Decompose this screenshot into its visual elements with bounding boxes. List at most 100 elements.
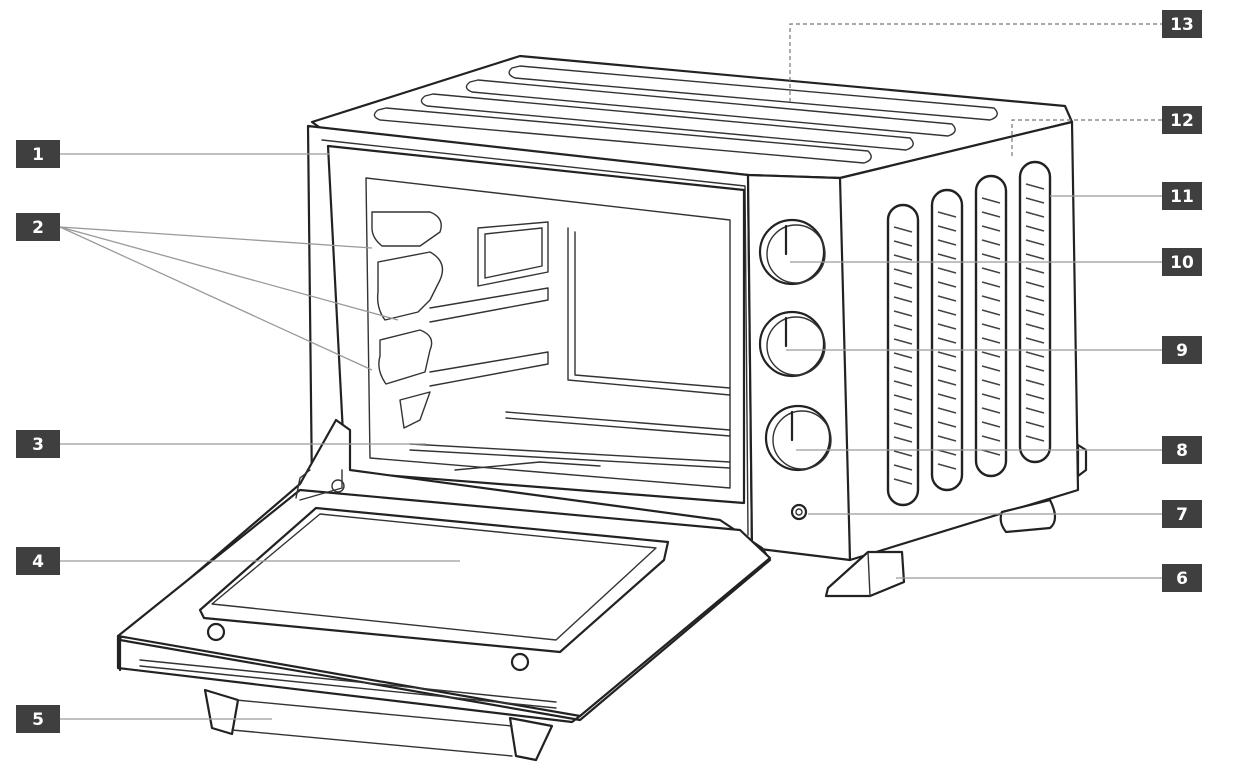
vent-slat xyxy=(893,366,913,373)
vent-slat xyxy=(937,225,957,232)
vent-slat xyxy=(1025,309,1045,316)
vent-slat xyxy=(893,254,913,261)
callout-12-label: 12 xyxy=(1170,111,1194,131)
vent-slat xyxy=(937,211,957,218)
vent-slat xyxy=(981,351,1001,358)
vent-slat xyxy=(1025,351,1045,358)
door-handle xyxy=(203,688,554,762)
vent-slat xyxy=(893,436,913,443)
callout-5-label: 5 xyxy=(32,710,44,730)
callout-5: 5 xyxy=(16,705,60,733)
vent-slat xyxy=(893,282,913,289)
vent-slat xyxy=(893,380,913,387)
vent-slat xyxy=(937,449,957,456)
callout-13: 13 xyxy=(1162,10,1202,38)
rack-supports xyxy=(371,211,549,429)
callout-9-label: 9 xyxy=(1176,341,1188,361)
vent-slat xyxy=(937,281,957,288)
callout-10-label: 10 xyxy=(1170,253,1194,273)
vent-slat xyxy=(893,394,913,401)
vent-slat xyxy=(893,450,913,457)
wire-rack xyxy=(409,411,731,471)
callout-2-label: 2 xyxy=(32,218,44,238)
vent-slat xyxy=(981,421,1001,428)
vent-slat xyxy=(893,268,913,275)
vent-slat xyxy=(981,211,1001,218)
vent-slat xyxy=(893,478,913,485)
vent-slat xyxy=(1025,407,1045,414)
function-knob xyxy=(758,310,826,378)
top-ridges xyxy=(373,65,998,164)
vent-slat xyxy=(893,422,913,429)
callout-3-label: 3 xyxy=(32,435,44,455)
vent-slat xyxy=(893,464,913,471)
vent-slat xyxy=(1025,197,1045,204)
glass-door xyxy=(116,418,772,724)
indicator-light xyxy=(790,503,808,521)
vent-slat xyxy=(937,267,957,274)
callouts: 1 2 3 4 5 6 7 8 xyxy=(16,10,1202,733)
callout-13-label: 13 xyxy=(1170,15,1194,35)
vent-slat xyxy=(1025,365,1045,372)
vent-slat xyxy=(1025,323,1045,330)
vent-slat xyxy=(1025,267,1045,274)
vent-slat xyxy=(1025,393,1045,400)
vent-slat xyxy=(981,449,1001,456)
vent-slat xyxy=(1025,281,1045,288)
vent-slat xyxy=(937,463,957,470)
vent-slat xyxy=(937,253,957,260)
vent-slat xyxy=(937,365,957,372)
vent-slat xyxy=(1025,295,1045,302)
vent-slat xyxy=(981,379,1001,386)
callout-9: 9 xyxy=(1162,336,1202,364)
vent-slat xyxy=(937,309,957,316)
vent-slat xyxy=(893,296,913,303)
vent-slat xyxy=(981,253,1001,260)
callout-12: 12 xyxy=(1162,106,1202,134)
callout-4: 4 xyxy=(16,547,60,575)
timer-knob xyxy=(758,218,826,286)
cavity-back-wall xyxy=(365,177,731,489)
vent-slat xyxy=(893,352,913,359)
vent-slat xyxy=(981,267,1001,274)
vent-slat xyxy=(981,337,1001,344)
vent-slat xyxy=(981,197,1001,204)
callout-4-label: 4 xyxy=(32,552,44,572)
callout-8: 8 xyxy=(1162,436,1202,464)
callout-11: 11 xyxy=(1162,182,1202,210)
vent-slat xyxy=(937,435,957,442)
vent-slat xyxy=(981,281,1001,288)
vent-slat xyxy=(1025,239,1045,246)
vent-slat xyxy=(937,351,957,358)
door-glass-pane xyxy=(198,506,670,654)
vent-slat xyxy=(981,239,1001,246)
vent-slat xyxy=(1025,337,1045,344)
vent-slat xyxy=(981,295,1001,302)
vent-slat xyxy=(937,379,957,386)
vent-slat xyxy=(1025,211,1045,218)
vent-slat xyxy=(1025,183,1045,190)
callout-6: 6 xyxy=(1162,564,1202,592)
vent-slat xyxy=(893,226,913,233)
callout-8-label: 8 xyxy=(1176,441,1188,461)
vent-slat xyxy=(981,225,1001,232)
vent-slat xyxy=(1025,421,1045,428)
vent-slat xyxy=(937,295,957,302)
callout-2: 2 xyxy=(16,213,60,241)
vent-slat xyxy=(981,407,1001,414)
vent-slat xyxy=(937,393,957,400)
vent-grilles xyxy=(886,160,1052,507)
vent-slat xyxy=(981,323,1001,330)
vent-slat xyxy=(893,338,913,345)
vent-slat xyxy=(937,421,957,428)
vent-slat xyxy=(893,310,913,317)
vent-slat xyxy=(981,309,1001,316)
callout-1-label: 1 xyxy=(32,145,44,165)
temperature-knob xyxy=(764,404,832,472)
vent-slat xyxy=(937,239,957,246)
callout-11-label: 11 xyxy=(1170,187,1194,207)
vent-slat xyxy=(937,407,957,414)
vent-slat xyxy=(893,240,913,247)
rear-foot xyxy=(999,498,1057,534)
